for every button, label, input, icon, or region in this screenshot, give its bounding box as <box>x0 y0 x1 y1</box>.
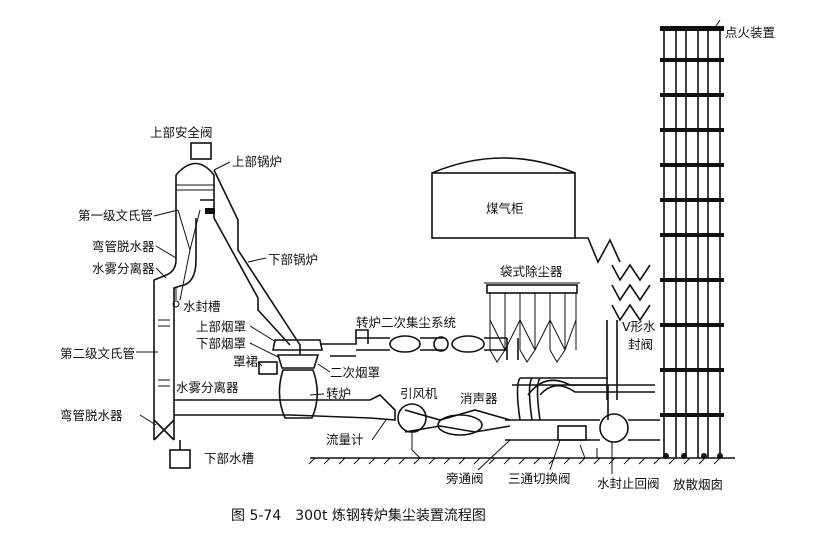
gas-holder <box>431 157 621 264</box>
main-gas-duct <box>289 377 660 459</box>
label-first-venturi: 第一级文氏管 <box>78 208 153 223</box>
label-second-venturi: 第二级文氏管 <box>60 346 135 361</box>
label-lower-hood: 下部烟罩 <box>196 336 246 351</box>
v-water-seal-valve <box>606 263 651 400</box>
label-top-safety-valve: 上部安全阀 <box>150 125 213 140</box>
label-three-way-valve: 三通切换阀 <box>508 471 571 486</box>
label-gas-holder: 煤气柜 <box>486 201 524 216</box>
label-lower-water-tank: 下部水槽 <box>204 451 254 466</box>
label-upper-boiler: 上部锅炉 <box>232 154 282 169</box>
label-water-seal-check-valve: 水封止回阀 <box>597 476 660 491</box>
label-induced-fan: 引风机 <box>400 386 438 401</box>
label-mist-separator-1: 水雾分离器 <box>92 261 155 276</box>
label-v-water-seal: V形水 封阀 <box>622 319 660 352</box>
label-lower-boiler: 下部锅炉 <box>268 252 318 267</box>
figure-caption: 图 5-74 300t 炼钢转炉集尘装置流程图 <box>231 507 486 524</box>
converter-furnace <box>258 329 369 419</box>
label-converter: 转炉 <box>326 386 351 401</box>
release-stack <box>660 19 724 459</box>
label-flow-meter: 流量计 <box>326 432 364 447</box>
label-bag-filter: 袋式除尘器 <box>500 264 563 279</box>
label-skirt: 罩裙 <box>233 354 259 369</box>
label-mist-separator-2: 水雾分离器 <box>176 380 239 395</box>
label-bypass-valve: 旁通阀 <box>446 471 484 486</box>
label-water-seal-tank: 水封槽 <box>183 299 221 314</box>
label-elbow-dehydrator-1: 弯管脱水器 <box>92 239 155 254</box>
boiler-tower <box>175 142 301 355</box>
label-silencer: 消声器 <box>460 391 498 406</box>
label-v-water-seal-line1: V形水 <box>622 319 656 334</box>
label-secondary-dust-system: 转炉二次集尘系统 <box>356 315 456 330</box>
label-elbow-dehydrator-2: 弯管脱水器 <box>60 408 123 423</box>
labels: 上部安全阀 上部锅炉 第一级文氏管 弯管脱水器 水雾分离器 下部锅炉 水封槽 上… <box>60 25 775 492</box>
secondary-dust-duct <box>356 335 519 360</box>
label-secondary-hood: 二次烟罩 <box>330 365 380 380</box>
label-release-stack: 放散烟囱 <box>673 477 723 492</box>
label-upper-hood: 上部烟罩 <box>196 319 246 334</box>
label-v-water-seal-line2: 封阀 <box>628 337 653 352</box>
ground <box>308 457 735 465</box>
label-ignition-device: 点火装置 <box>725 25 775 40</box>
